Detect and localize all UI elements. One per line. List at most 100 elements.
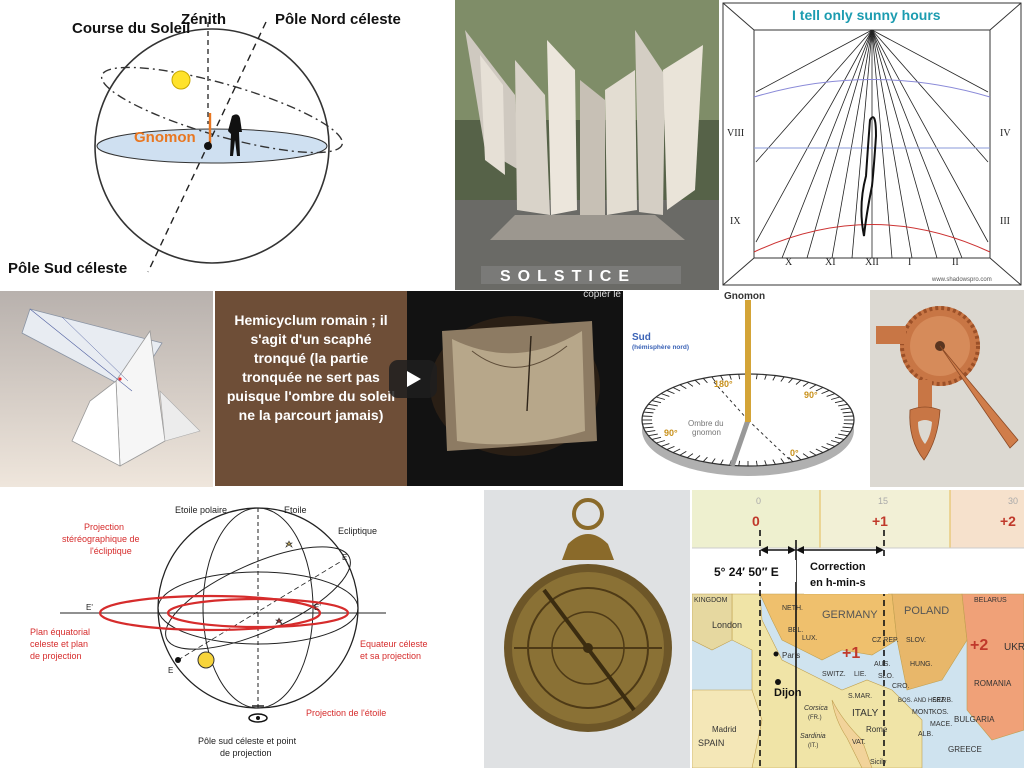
dial-tick	[840, 430, 851, 433]
label-etoile-polaire: Etoile polaire	[175, 505, 227, 515]
place-lux: LUX.	[802, 635, 818, 642]
place-italy: ITALY	[852, 708, 879, 719]
dial-tick	[795, 379, 802, 385]
dial-tick	[679, 384, 687, 389]
place-slov: SLOV.	[906, 637, 926, 644]
sunny-title: I tell only sunny hours	[792, 7, 941, 23]
label-etoile: Etoile	[284, 505, 307, 515]
dial-tick	[720, 375, 724, 381]
dial-tick	[645, 407, 656, 410]
dial-tick	[772, 375, 776, 381]
eye-icon	[248, 713, 268, 723]
place-sicily: Sicily	[870, 759, 887, 766]
dial-tick	[661, 393, 670, 397]
place-switz: SWITZ.	[822, 671, 846, 678]
correction-2: en h-min-s	[810, 577, 866, 589]
place-fr: (FR.)	[808, 715, 822, 721]
label-e1-left: E'	[86, 603, 93, 612]
place-alb: ALB.	[918, 731, 933, 738]
dial-tick	[809, 384, 817, 389]
dial-tick	[666, 445, 675, 450]
dial-tick	[738, 374, 741, 380]
hour-xi: XI	[825, 257, 836, 268]
wooden-nocturnal-photo	[870, 290, 1024, 487]
dial-tick	[702, 456, 708, 462]
dial-tick	[651, 436, 662, 440]
label-plan-1: Plan équatorial	[30, 627, 90, 637]
dial-tick	[686, 381, 694, 387]
dial-tick	[643, 411, 654, 414]
dial-tick	[831, 396, 840, 400]
place-neth: NETH.	[782, 605, 803, 612]
dial-tick	[764, 374, 767, 380]
place-belarus: BELARUS	[974, 597, 1007, 604]
dial-tick	[755, 374, 758, 380]
dial-tick	[738, 460, 741, 466]
label-plan-3: de projection	[30, 651, 82, 661]
dial-tick	[780, 376, 785, 382]
tick-0: 0	[756, 496, 761, 506]
stereographic-projection-diagram: Etoile polaire Etoile Ecliptique Project…	[0, 490, 480, 768]
label-pole-sud: Pôle Sud céleste	[8, 260, 127, 277]
dial-tick	[729, 374, 732, 380]
hour-x: X	[785, 257, 793, 268]
place-serb: SERB.	[932, 697, 953, 704]
dial-tick	[826, 393, 835, 397]
place-bel: BEL.	[788, 627, 803, 634]
place-germany: GERMANY	[822, 609, 878, 621]
correction-1: Correction	[810, 561, 866, 573]
dial-tick	[711, 458, 716, 464]
place-spain: SPAIN	[698, 738, 724, 748]
dial-tick	[656, 396, 665, 400]
label-e-left: E	[168, 666, 173, 675]
place-aus: AUS.	[874, 661, 890, 668]
deg-90-left: 90°	[664, 428, 678, 438]
dial-tick	[840, 407, 851, 410]
dial-tick	[672, 448, 681, 453]
tick-30: 30	[1008, 496, 1018, 506]
place-kingdom: KINGDOM	[694, 597, 728, 604]
dial-tick	[645, 430, 656, 433]
place-mont: MONT.	[912, 709, 934, 716]
label-e-right: E	[342, 553, 347, 562]
deg-180: 180°	[714, 379, 733, 389]
hour-ix: IX	[730, 216, 741, 227]
dial-tick	[702, 378, 708, 384]
dial-tick	[656, 440, 665, 444]
place-paris: Paris	[782, 651, 800, 660]
dial-tick	[780, 458, 785, 464]
label-e1-right: E'	[314, 603, 321, 612]
dial-tick	[809, 451, 817, 456]
label-zenith: Zénith	[181, 11, 226, 28]
tick-15: 15	[878, 496, 888, 506]
video-tag: copier le	[583, 291, 621, 300]
place-madrid: Madrid	[712, 725, 736, 734]
dial-tick	[802, 453, 810, 459]
dial-tick	[720, 459, 724, 465]
label-pole-1: Pôle sud céleste et point	[198, 736, 297, 746]
sud-label: Sud	[632, 332, 651, 343]
dial-tick	[834, 436, 845, 440]
place-poland: POLAND	[904, 605, 949, 617]
place-plus2: +2	[970, 637, 988, 654]
place-vat: VAT.	[852, 739, 866, 746]
deg-90-right: 90°	[804, 390, 818, 400]
label-gnomon: Gnomon	[134, 129, 196, 146]
place-kos: KOS.	[932, 709, 949, 716]
gnomon-dial-diagram: Gnomon Sud (hémisphère nord) Ombre du gn…	[624, 290, 868, 487]
label-pole-nord: Pôle Nord céleste	[275, 11, 401, 28]
place-romania: ROMANIA	[974, 679, 1012, 688]
dial-tick	[802, 381, 810, 387]
dial-tick	[643, 426, 654, 429]
hour-i: I	[908, 257, 911, 268]
place-plus1: +1	[842, 645, 860, 662]
play-button[interactable]	[389, 360, 437, 398]
place-slo: SLO.	[878, 673, 894, 680]
solstice-sculpture-photo: SOLSTICE	[455, 0, 719, 290]
zone-plus1: +1	[872, 513, 888, 529]
dial-tick	[755, 460, 758, 466]
video-hemicyclum[interactable]: Hemicyclum romain ; il s'agit d'un scaph…	[215, 291, 623, 486]
place-it: (IT.)	[808, 743, 818, 749]
label-proj-1: Projection	[84, 522, 124, 532]
video-caption: Hemicyclum romain ; il s'agit d'un scaph…	[215, 291, 407, 486]
